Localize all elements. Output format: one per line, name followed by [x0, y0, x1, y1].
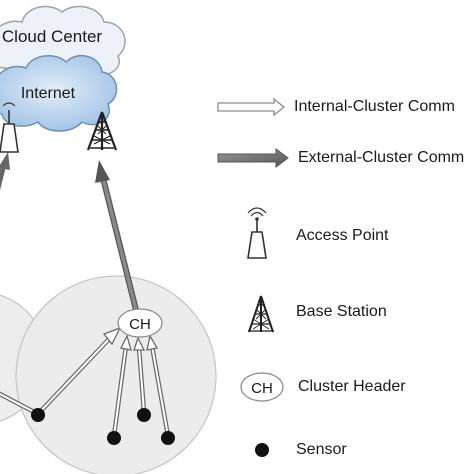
legend-base-station-icon — [248, 295, 274, 333]
sensor-node — [31, 408, 45, 422]
cluster-head-node: CH — [117, 308, 163, 338]
sensor-node — [161, 431, 175, 445]
access-point-icon — [0, 102, 19, 153]
internet-label: Internet — [21, 85, 76, 102]
legend-access-point-icon — [247, 207, 267, 259]
legend-cluster-header-icon: CH — [240, 372, 284, 402]
cluster-head-label: CH — [129, 316, 151, 333]
legend-internal-cluster-label: Internal-Cluster Comm — [294, 98, 455, 115]
cloud-center-label: Cloud Center — [2, 27, 103, 46]
sensor-node — [137, 408, 151, 422]
legend-external-arrow-icon — [217, 148, 289, 168]
legend-access-point-label: Access Point — [296, 227, 389, 244]
legend-external-cluster-label: External-Cluster Comm — [298, 149, 465, 166]
legend-sensor-icon — [255, 443, 269, 457]
legend-sensor-label: Sensor — [296, 441, 347, 458]
external-arrow-ch-to-base — [95, 160, 140, 315]
legend-internal-arrow-icon — [217, 97, 286, 117]
legend-cluster-header-label: Cluster Header — [298, 378, 406, 395]
legend-ch-symbol-label: CH — [251, 380, 273, 397]
base-station-icon — [86, 111, 118, 151]
sensor-node — [107, 431, 121, 445]
internet-cloud: Internet — [0, 54, 118, 132]
external-arrow-left — [0, 152, 10, 191]
legend-base-station-label: Base Station — [296, 303, 387, 320]
internal-arrows-to-ch — [111, 334, 171, 437]
